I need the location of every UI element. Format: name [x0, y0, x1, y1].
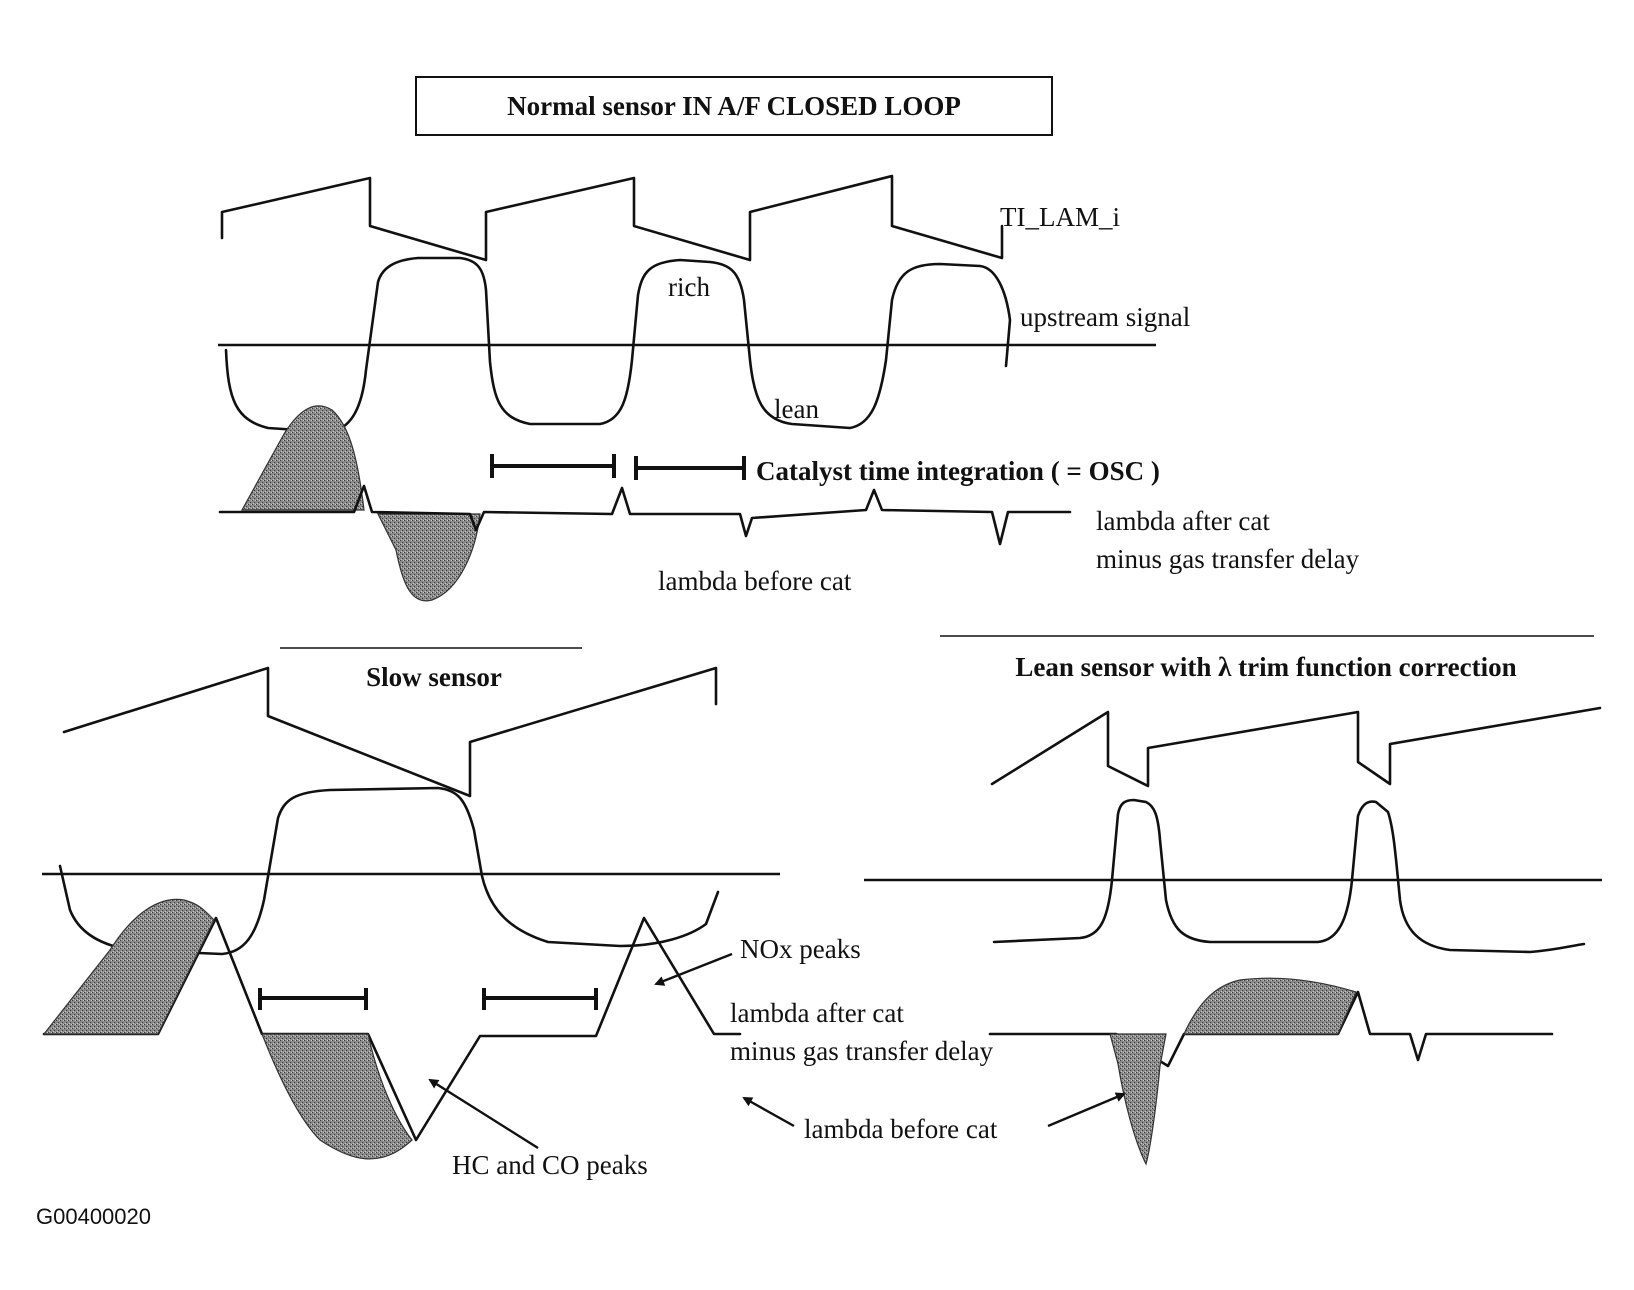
slow-after-cat-label-line1: lambda after cat: [730, 998, 904, 1028]
lean-rich-shaded-area: [1183, 977, 1357, 1035]
lean-title: Lean sensor with λ trim function correct…: [1015, 652, 1516, 682]
normal-rich-shaded-area: [240, 405, 365, 511]
slow-integration-marker-2: [482, 988, 598, 1010]
lean-upstream-waveform: [992, 798, 1586, 954]
before-cat-arrow-right: [1047, 1092, 1126, 1128]
ti-lam-label: TI_LAM_i: [1000, 202, 1120, 232]
normal-lean-shaded-area: [377, 513, 481, 602]
nox-peaks-arrow: [654, 952, 733, 986]
lean-ti-lam-waveform: [990, 706, 1602, 788]
upstream-signal-label: upstream signal: [1020, 302, 1190, 332]
slow-after-cat-label-line2: minus gas transfer delay: [730, 1036, 994, 1066]
normal-sensor-panel: Normal sensor IN A/F CLOSED LOOP TI_LAM_…: [218, 76, 1360, 602]
lean-label: lean: [774, 394, 819, 424]
lean-sensor-panel: Lean sensor with λ trim function correct…: [742, 635, 1602, 1166]
catalyst-integration-marker-2: [634, 456, 746, 480]
catalyst-integration-marker-1: [490, 454, 616, 478]
slow-lambda-after-cat: [42, 916, 742, 1142]
hc-co-peaks-label: HC and CO peaks: [452, 1150, 648, 1180]
hc-co-peaks-arrow: [428, 1078, 539, 1150]
nox-peaks-label: NOx peaks: [740, 934, 861, 964]
lean-dip-shaded-area: [1109, 1033, 1167, 1166]
normal-lambda-after-cat: [218, 484, 1072, 546]
normal-after-cat-label-line2: minus gas transfer delay: [1096, 544, 1360, 574]
slow-integration-marker-1: [258, 988, 368, 1010]
normal-ti-lam-waveform: [220, 174, 1004, 262]
lean-before-cat-label: lambda before cat: [804, 1114, 998, 1144]
slow-title: Slow sensor: [366, 662, 502, 692]
figure-code: G00400020: [36, 1204, 151, 1229]
upstream-signal-waveform: [224, 256, 1012, 434]
normal-after-cat-label-line1: lambda after cat: [1096, 506, 1270, 536]
slow-rich-shaded-area: [42, 898, 215, 1035]
normal-title-box: [415, 76, 1053, 136]
before-cat-arrow-left: [742, 1096, 795, 1128]
slow-lean-shaded-area: [261, 1033, 413, 1160]
slow-ti-lam-waveform: [62, 666, 718, 798]
rich-label: rich: [668, 272, 710, 302]
normal-before-cat-label: lambda before cat: [658, 566, 852, 596]
normal-title: Normal sensor IN A/F CLOSED LOOP: [507, 91, 961, 121]
catalyst-integration-label: Catalyst time integration ( = OSC ): [756, 456, 1160, 486]
slow-sensor-panel: Slow sensor NOx peaks lambda after cat m…: [42, 647, 994, 1180]
